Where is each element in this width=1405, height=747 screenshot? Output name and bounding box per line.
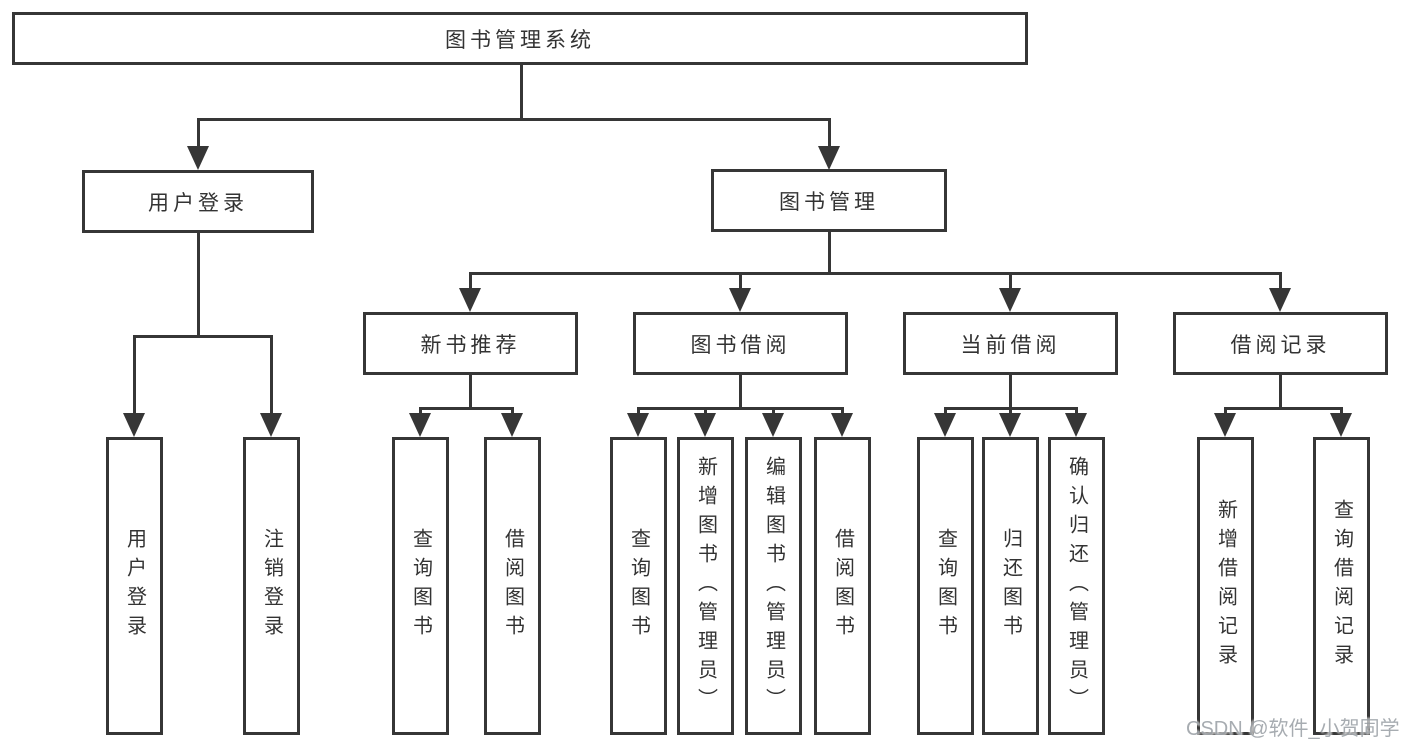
connector-line: [1009, 375, 1012, 407]
connector-line: [944, 407, 947, 413]
connector-line: [270, 335, 273, 413]
node-leaf-user-login: 用户登录: [106, 437, 163, 735]
connector-line: [1075, 407, 1078, 413]
leaf-label: 查询图书: [627, 528, 650, 644]
leaf-label: 借阅图书: [501, 528, 524, 644]
leaf-label: 新增借阅记录: [1214, 499, 1237, 673]
connector-line: [772, 407, 775, 413]
arrow-down-icon: [187, 146, 209, 170]
node-leaf-bb-add-books-admin: 新增图书（管理员）: [677, 437, 734, 735]
node-label: 新书推荐: [420, 333, 521, 357]
connector-line: [637, 407, 844, 410]
connector-line: [469, 272, 1282, 275]
node-new-book-recommend: 新书推荐: [363, 312, 578, 375]
connector-line: [133, 335, 136, 413]
leaf-label: 归还图书: [999, 528, 1022, 644]
connector-line: [511, 407, 514, 413]
connector-line: [1279, 375, 1282, 407]
connector-line: [828, 232, 831, 272]
node-leaf-bb-query-books: 查询图书: [610, 437, 667, 735]
arrow-down-icon: [501, 413, 523, 437]
connector-line: [1009, 407, 1012, 413]
arrow-down-icon: [1065, 413, 1087, 437]
leaf-label: 查询借阅记录: [1330, 499, 1353, 673]
connector-line: [469, 272, 472, 288]
arrow-down-icon: [1214, 413, 1236, 437]
leaf-label: 编辑图书（管理员）: [762, 455, 785, 717]
connector-line: [1224, 407, 1343, 410]
connector-line: [1340, 407, 1343, 413]
connector-line: [133, 335, 273, 338]
connector-line: [704, 407, 707, 413]
arrow-down-icon: [762, 413, 784, 437]
leaf-label: 借阅图书: [831, 528, 854, 644]
node-label: 当前借阅: [960, 333, 1061, 357]
connector-line: [637, 407, 640, 413]
arrow-down-icon: [260, 413, 282, 437]
node-label: 图书借阅: [690, 333, 791, 357]
node-label: 图书管理: [779, 190, 879, 214]
connector-line: [828, 118, 831, 147]
leaf-label: 确认归还（管理员）: [1065, 455, 1088, 717]
node-root: 图书管理系统: [12, 12, 1028, 65]
connector-line: [419, 407, 514, 410]
leaf-label: 新增图书（管理员）: [694, 455, 717, 717]
node-user-login: 用户登录: [82, 170, 314, 233]
connector-line: [841, 407, 844, 413]
arrow-down-icon: [831, 413, 853, 437]
node-book-borrow: 图书借阅: [633, 312, 848, 375]
connector-line: [1009, 272, 1012, 288]
node-label: 用户登录: [148, 191, 248, 215]
arrow-down-icon: [1330, 413, 1352, 437]
connector-line: [1279, 272, 1282, 288]
leaf-label: 注销登录: [260, 528, 283, 644]
connector-line: [739, 375, 742, 407]
node-leaf-bb-borrow-books: 借阅图书: [814, 437, 871, 735]
node-leaf-br-add-record: 新增借阅记录: [1197, 437, 1254, 735]
connector-line: [1224, 407, 1227, 413]
arrow-down-icon: [999, 288, 1021, 312]
arrow-down-icon: [694, 413, 716, 437]
node-leaf-cb-confirm-return-admin: 确认归还（管理员）: [1048, 437, 1105, 735]
node-label: 借阅记录: [1230, 333, 1331, 357]
connector-line: [739, 272, 742, 288]
node-book-management: 图书管理: [711, 169, 947, 232]
arrow-down-icon: [999, 413, 1021, 437]
node-borrow-records: 借阅记录: [1173, 312, 1388, 375]
arrow-down-icon: [934, 413, 956, 437]
arrow-down-icon: [729, 288, 751, 312]
node-leaf-bb-edit-books-admin: 编辑图书（管理员）: [745, 437, 802, 735]
node-leaf-cb-return-books: 归还图书: [982, 437, 1039, 735]
connector-line: [197, 118, 200, 147]
connector-line: [197, 233, 200, 335]
arrow-down-icon: [123, 413, 145, 437]
connector-line: [469, 375, 472, 407]
arrow-down-icon: [818, 146, 840, 170]
leaf-label: 用户登录: [123, 528, 146, 644]
csdn-watermark: CSDN @软件_小贺同学: [1186, 718, 1400, 740]
connector-line: [419, 407, 422, 413]
arrow-down-icon: [409, 413, 431, 437]
connector-line: [197, 118, 831, 121]
leaf-label: 查询图书: [409, 528, 432, 644]
arrow-down-icon: [1269, 288, 1291, 312]
connector-line: [520, 65, 523, 118]
node-leaf-br-query-record: 查询借阅记录: [1313, 437, 1370, 735]
node-current-borrow: 当前借阅: [903, 312, 1118, 375]
leaf-label: 查询图书: [934, 528, 957, 644]
node-leaf-logout: 注销登录: [243, 437, 300, 735]
arrow-down-icon: [627, 413, 649, 437]
node-root-label: 图书管理系统: [445, 28, 595, 52]
node-leaf-nb-borrow-books: 借阅图书: [484, 437, 541, 735]
node-leaf-nb-query-books: 查询图书: [392, 437, 449, 735]
arrow-down-icon: [459, 288, 481, 312]
node-leaf-cb-query-books: 查询图书: [917, 437, 974, 735]
